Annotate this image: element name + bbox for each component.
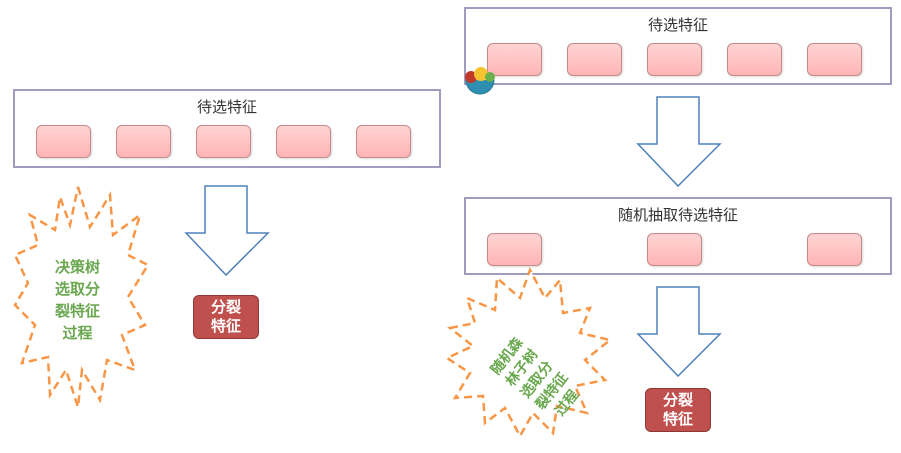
fruit-bowl-icon (465, 67, 495, 95)
feature-box (647, 43, 702, 76)
feature-box (196, 125, 251, 158)
left-down-arrow-icon (184, 185, 270, 277)
feature-box (276, 125, 331, 158)
split-label-line: 特征 (210, 317, 241, 335)
right-explosion-burst-icon (444, 266, 613, 439)
right-candidate-features-panel: 待选特征 (464, 7, 892, 85)
burst-line: 裂特征 (54, 302, 100, 320)
burst-line: 选取分 (54, 280, 100, 298)
burst-line: 决策树 (54, 258, 100, 276)
random-sampled-features-panel: 随机抽取待选特征 (464, 197, 892, 275)
left-burst-label: 决策树 选取分 裂特征 过程 (40, 256, 115, 344)
feature-box (727, 43, 782, 76)
feature-box (36, 125, 91, 158)
burst-line: 过程 (62, 324, 93, 342)
left-split-feature-box: 分裂 特征 (193, 295, 259, 339)
random-panel-title: 随机抽取待选特征 (617, 206, 738, 224)
split-label-line: 特征 (662, 410, 693, 428)
split-label-line: 分裂 (210, 298, 241, 316)
feature-box (807, 43, 862, 76)
feature-box (807, 233, 862, 266)
feature-box (487, 233, 542, 266)
left-candidate-features-panel: 待选特征 (13, 89, 441, 168)
split-label-line: 分裂 (662, 391, 693, 409)
right-lower-down-arrow-icon (636, 286, 722, 378)
feature-box (487, 43, 542, 76)
right-split-feature-box: 分裂 特征 (645, 388, 711, 432)
left-panel-title: 待选特征 (196, 98, 257, 116)
right-top-panel-title: 待选特征 (647, 16, 708, 34)
feature-box (647, 233, 702, 266)
left-explosion-burst-icon (13, 186, 150, 408)
feature-box (567, 43, 622, 76)
right-upper-down-arrow-icon (636, 96, 722, 188)
feature-box (116, 125, 171, 158)
feature-box (356, 125, 411, 158)
